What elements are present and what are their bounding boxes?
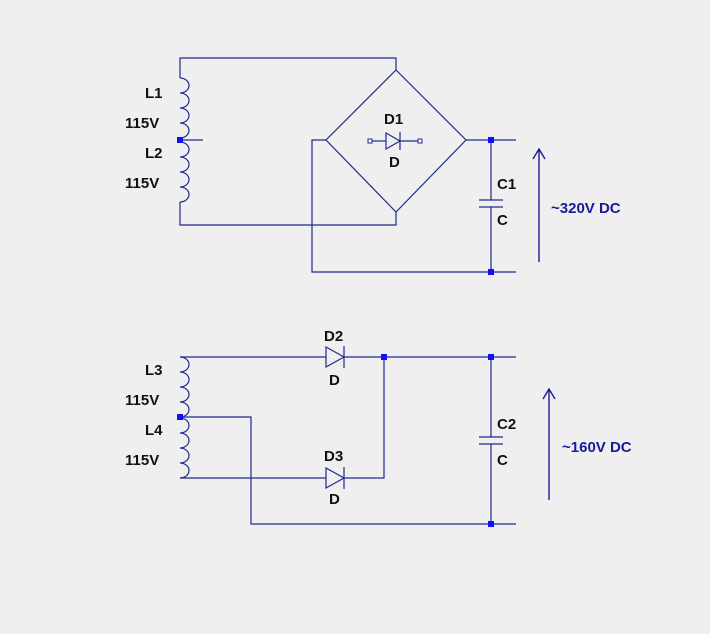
label-c2-type: C — [497, 452, 508, 469]
label-d3-type: D — [329, 491, 340, 508]
bridge-rectifier-d1 — [325, 69, 467, 213]
node-output-negative-top — [488, 269, 494, 275]
diode-symbol — [367, 131, 423, 151]
voltage-arrow-bottom — [542, 387, 556, 500]
label-d3: D3 — [324, 448, 343, 465]
inductor-l4 — [179, 417, 190, 479]
label-d1-type: D — [389, 154, 400, 171]
node-output-positive-bottom — [488, 354, 494, 360]
label-d2-type: D — [329, 372, 340, 389]
top-wires — [179, 57, 516, 273]
node-diode-junction — [381, 354, 387, 360]
inductor-l1 — [179, 77, 190, 139]
capacitor-c2 — [479, 436, 503, 445]
label-l2: L2 — [145, 145, 163, 162]
label-c1: C1 — [497, 176, 516, 193]
label-l2-value: 115V — [125, 175, 159, 192]
label-l1: L1 — [145, 85, 163, 102]
inductor-l3 — [179, 356, 190, 418]
label-l1-value: 115V — [125, 115, 159, 132]
label-output-voltage-bottom: ~160V DC — [562, 439, 632, 456]
label-c1-type: C — [497, 212, 508, 229]
capacitor-c1 — [479, 199, 503, 208]
node-center-tap-top — [177, 137, 183, 143]
label-l3: L3 — [145, 362, 163, 379]
label-l3-value: 115V — [125, 392, 159, 409]
inductor-l2 — [179, 141, 190, 203]
bottom-wires — [180, 356, 516, 525]
node-output-negative-bottom — [488, 521, 494, 527]
diode-d2 — [325, 345, 346, 369]
bottom-circuit: L3 115V L4 115V D2 D D3 D C2 C ~160V DC — [125, 328, 632, 527]
label-output-voltage-top: ~320V DC — [551, 200, 621, 217]
label-c2: C2 — [497, 416, 516, 433]
node-output-positive-top — [488, 137, 494, 143]
label-l4: L4 — [145, 422, 163, 439]
node-center-tap-bottom — [177, 414, 183, 420]
label-d1: D1 — [384, 111, 403, 128]
diode-d3 — [325, 466, 346, 490]
label-l4-value: 115V — [125, 452, 159, 469]
label-d2: D2 — [324, 328, 343, 345]
top-circuit: L1 115V L2 115V D1 D C1 C ~320V DC — [125, 57, 621, 275]
voltage-arrow-top — [532, 147, 546, 262]
